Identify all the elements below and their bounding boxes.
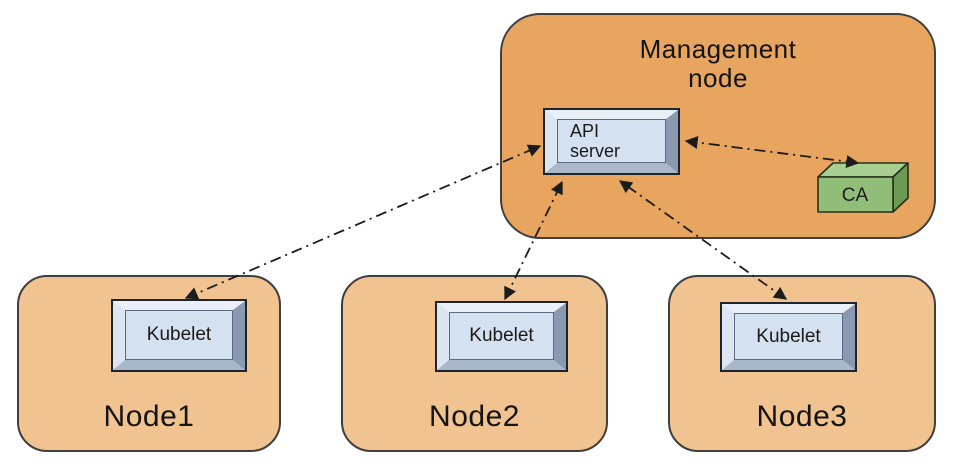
api-server-face: API server [557,119,666,163]
kubelet-bevel [113,301,245,370]
kubelet-face: Kubelet [734,313,843,360]
kubelet-bevel [722,304,855,370]
kubelet-box-node1: Kubelet [111,299,247,372]
kubelet-label-node2: Kubelet [469,325,534,346]
node3-label: Node3 [756,400,848,433]
kubelet-bevel [437,303,566,370]
kubelet-label-node3: Kubelet [756,325,821,347]
node2-label: Node2 [429,400,520,433]
api-server-box: API server [543,108,680,175]
node1-label: Node1 [103,400,195,433]
api-server-bevel [545,110,678,173]
api-server-label: API server [570,120,621,161]
kubelet-box-node2: Kubelet [435,301,568,372]
kubelet-face: Kubelet [449,312,554,360]
kubelet-label-node1: Kubelet [146,324,212,345]
kubelet-face: Kubelet [125,310,233,360]
management-node-label: Management node [639,34,797,94]
kubelet-box-node3: Kubelet [720,302,857,372]
